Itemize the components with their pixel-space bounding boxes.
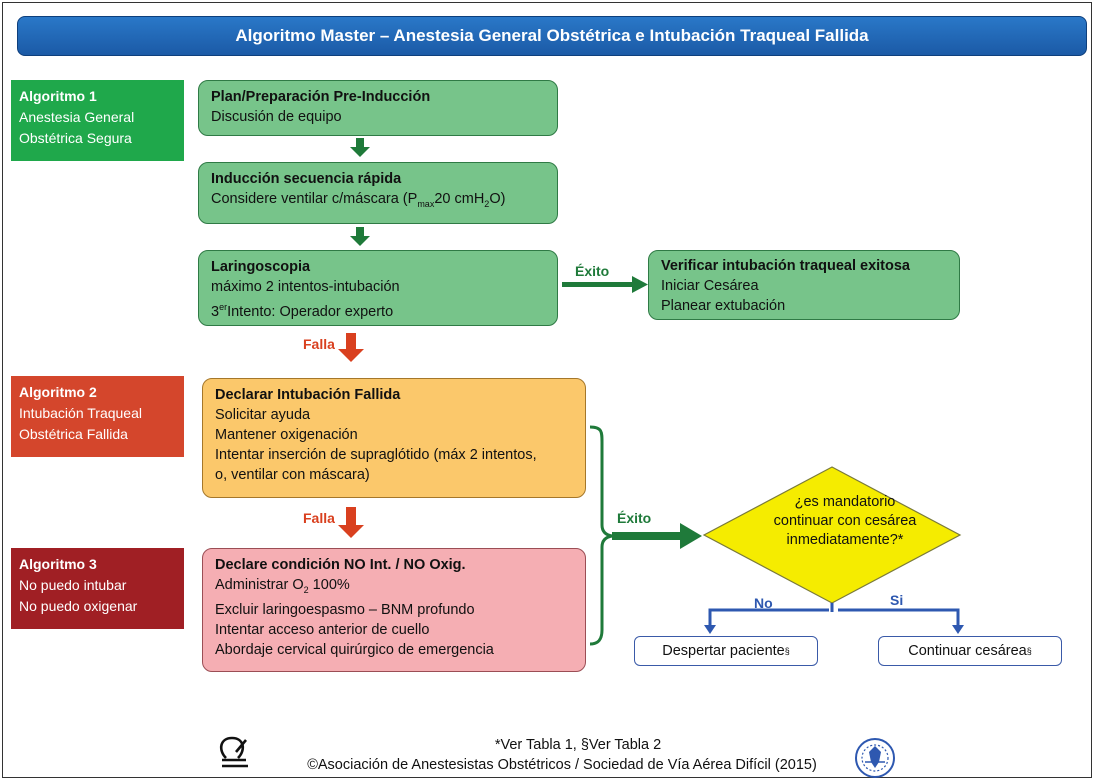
wake-patient-text: Despertar paciente <box>662 643 785 659</box>
algorithm-3-line1: No puedo intubar <box>19 577 127 593</box>
branch-no-arrowhead <box>704 625 716 634</box>
verify-box: Verificar intubación traqueal exitosa In… <box>648 250 960 320</box>
algorithm-1-heading: Algoritmo 1 <box>19 88 97 104</box>
algorithm-2-heading: Algoritmo 2 <box>19 384 97 400</box>
decision-line2: continuar con cesárea <box>773 513 917 529</box>
footer-copyright: ©Asociación de Anestesistas Obstétricos … <box>307 757 817 773</box>
algorithm-3-label: Algoritmo 3 No puedo intubar No puedo ox… <box>11 548 184 629</box>
label-si: Si <box>890 592 904 608</box>
plan-heading: Plan/Preparación Pre-Inducción <box>211 89 431 105</box>
failed-intubation-box: Declarar Intubación Fallida Solicitar ay… <box>202 378 586 498</box>
arrow-plan-to-induction <box>350 138 370 157</box>
laryngoscopy-heading: Laringoscopia <box>211 259 311 275</box>
continue-cesarean-box: Continuar cesárea§ <box>878 636 1062 666</box>
cico-line2: Excluir laringoespasmo – BNM profundo <box>215 601 475 618</box>
algorithm-2-line1: Intubación Traqueal <box>19 405 142 421</box>
decision-line1: ¿es mandatorio <box>794 494 896 510</box>
cico-heading: Declare condición NO Int. / NO Oxig. <box>215 557 466 573</box>
induction-line1: Considere ventilar c/máscara (Pmax20 cmH… <box>211 191 506 209</box>
cico-line4: Abordaje cervical quirúrgico de emergenc… <box>215 641 494 658</box>
plan-line1: Discusión de equipo <box>211 109 342 125</box>
wake-patient-mark: § <box>784 646 790 656</box>
arrow-falla-2 <box>338 507 364 538</box>
arrow-exito-1 <box>562 276 648 293</box>
cico-line3: Intentar acceso anterior de cuello <box>215 621 430 638</box>
plan-box: Plan/Preparación Pre-Inducción Discusión… <box>198 80 558 136</box>
bracket <box>589 425 613 646</box>
decision-line3: inmediatamente?* <box>786 532 904 548</box>
failed-line2: Mantener oxigenación <box>215 427 358 443</box>
arrow-exito-2 <box>612 523 702 549</box>
algorithm-1-label: Algoritmo 1 Anestesia General Obstétrica… <box>11 80 184 161</box>
label-exito-2: Éxito <box>617 510 652 526</box>
induction-heading: Inducción secuencia rápida <box>211 171 402 187</box>
branch-si-arrowhead <box>952 625 964 634</box>
title-text: Algoritmo Master – Anestesia General Obs… <box>235 26 869 45</box>
oaa-logo <box>219 736 248 768</box>
das-seal <box>855 738 895 778</box>
failed-line4: o, ventilar con máscara) <box>215 467 370 483</box>
continue-cesarean-mark: § <box>1026 646 1032 656</box>
laryngoscopy-line2: 3erIntento: Operador experto <box>211 302 394 320</box>
induction-box: Inducción secuencia rápida Considere ven… <box>198 162 558 224</box>
algorithm-1-line1: Anestesia General <box>19 109 135 125</box>
label-falla-2: Falla <box>303 510 335 526</box>
cico-line1: Administrar O2 100% <box>215 577 350 595</box>
failed-line3: Intentar inserción de supraglótido (máx … <box>215 447 537 463</box>
label-no: No <box>754 595 773 611</box>
branch-si-line <box>838 608 960 628</box>
algorithm-3-heading: Algoritmo 3 <box>19 556 97 572</box>
continue-cesarean-text: Continuar cesárea <box>908 643 1027 659</box>
verify-line2: Planear extubación <box>661 298 786 314</box>
verify-line1: Iniciar Cesárea <box>661 278 759 294</box>
algorithm-3-line2: No puedo oxigenar <box>19 598 138 614</box>
footer-note: *Ver Tabla 1, §Ver Tabla 2 <box>494 737 662 753</box>
failed-heading: Declarar Intubación Fallida <box>215 387 401 403</box>
wake-patient-box: Despertar paciente§ <box>634 636 818 666</box>
decision-text: ¿es mandatorio continuar con cesárea inm… <box>745 493 945 550</box>
laryngoscopy-box: Laringoscopia máximo 2 intentos-intubaci… <box>198 250 558 326</box>
laryngoscopy-line1: máximo 2 intentos-intubación <box>211 279 400 295</box>
cico-box: Declare condición NO Int. / NO Oxig. Adm… <box>202 548 586 672</box>
label-falla-1: Falla <box>303 336 335 352</box>
verify-heading: Verificar intubación traqueal exitosa <box>661 258 910 274</box>
algorithm-1-line2: Obstétrica Segura <box>19 130 132 146</box>
diagram-title: Algoritmo Master – Anestesia General Obs… <box>17 16 1087 56</box>
arrow-induction-to-laryngoscopy <box>350 227 370 246</box>
algorithm-2-label: Algoritmo 2 Intubación Traqueal Obstétri… <box>11 376 184 457</box>
label-exito-1: Éxito <box>575 263 610 279</box>
failed-line1: Solicitar ayuda <box>215 407 311 423</box>
branch-no-line <box>708 608 829 628</box>
algorithm-2-line2: Obstétrica Fallida <box>19 426 128 442</box>
arrow-falla-1 <box>338 333 364 362</box>
